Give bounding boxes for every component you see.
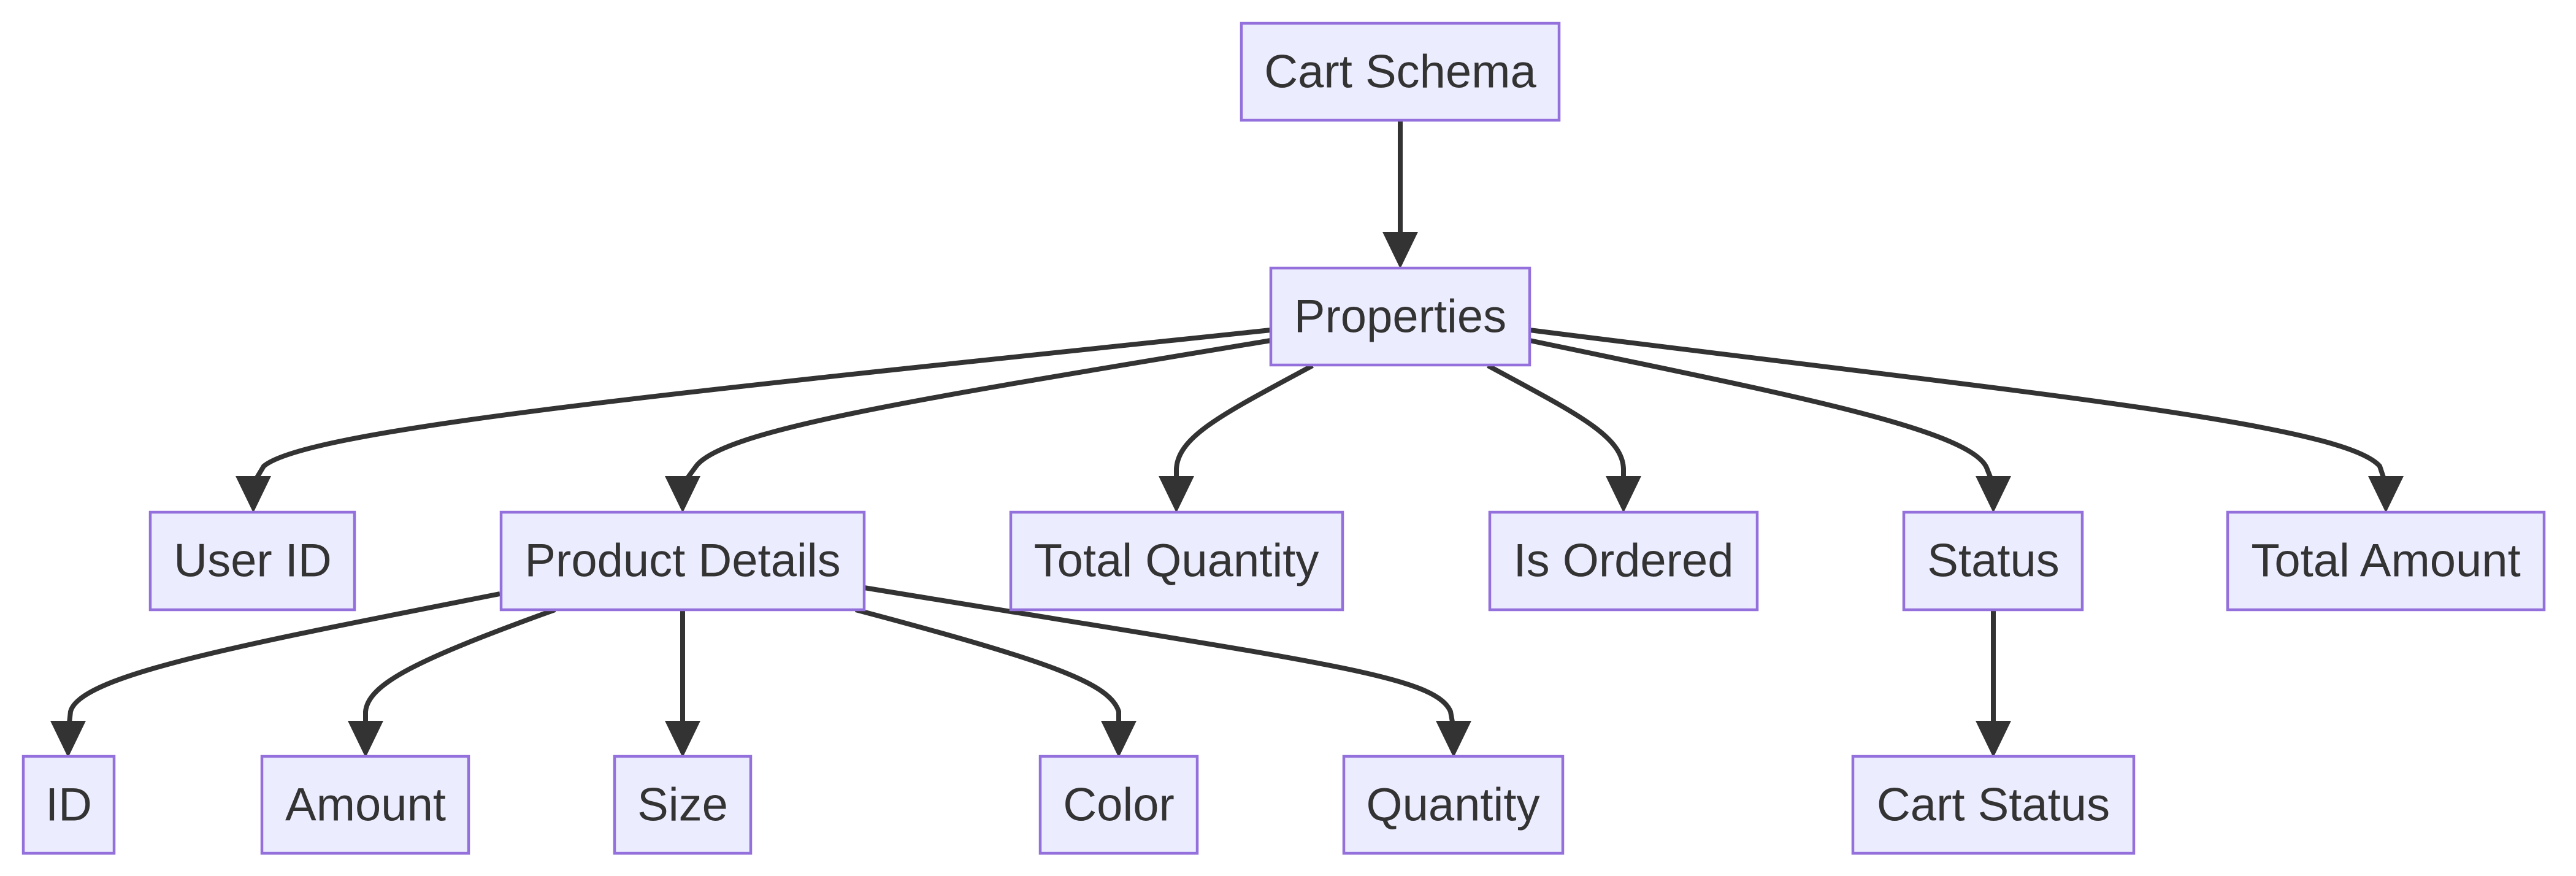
nodes: Cart Schema Properties User ID Product D… xyxy=(21,21,2546,855)
node-is-ordered[interactable]: Is Ordered xyxy=(1488,510,1759,612)
edge-properties-to-product-details xyxy=(680,338,1271,486)
node-properties[interactable]: Properties xyxy=(1269,266,1531,367)
edge-properties-to-total-quantity xyxy=(1174,363,1314,485)
node-status[interactable]: Status xyxy=(1902,510,2084,612)
node-label: Properties xyxy=(1294,291,1506,343)
arrowhead-quantity xyxy=(1436,721,1471,758)
edges xyxy=(50,120,2404,758)
node-total-amount[interactable]: Total Amount xyxy=(2226,510,2546,612)
node-cart-schema[interactable]: Cart Schema xyxy=(1240,21,1561,122)
node-label: ID xyxy=(45,779,92,831)
node-label: Status xyxy=(1927,535,2059,587)
edge-properties-to-user-id xyxy=(250,328,1271,486)
arrowhead-product-details xyxy=(665,476,700,513)
node-color[interactable]: Color xyxy=(1038,755,1199,855)
edge-properties-to-status xyxy=(1529,338,1996,486)
node-cart-status[interactable]: Cart Status xyxy=(1851,755,2136,855)
arrowhead-properties xyxy=(1382,232,1418,269)
node-product-details[interactable]: Product Details xyxy=(499,510,866,612)
arrowhead-total-amount xyxy=(2368,476,2404,513)
node-label: Quantity xyxy=(1366,779,1539,831)
node-label: Is Ordered xyxy=(1513,535,1733,587)
arrowhead-id xyxy=(50,721,86,758)
node-total-quantity[interactable]: Total Quantity xyxy=(1009,510,1344,612)
node-label: User ID xyxy=(174,535,332,587)
node-label: Size xyxy=(637,779,728,831)
edge-product-details-to-quantity xyxy=(864,585,1456,729)
node-label: Product Details xyxy=(524,535,840,587)
node-label: Total Amount xyxy=(2251,535,2520,587)
arrowhead-is-ordered xyxy=(1606,476,1641,513)
edge-product-details-to-color xyxy=(854,607,1121,729)
node-label: Cart Status xyxy=(1877,779,2110,831)
arrowhead-amount xyxy=(348,721,383,758)
node-label: Color xyxy=(1063,779,1175,831)
arrowhead-size xyxy=(665,721,700,758)
node-user-id[interactable]: User ID xyxy=(148,510,356,612)
edge-product-details-to-amount xyxy=(363,607,556,729)
arrowhead-user-id xyxy=(236,476,271,513)
edge-properties-to-total-amount xyxy=(1529,328,2388,486)
arrowhead-status xyxy=(1976,476,2011,513)
node-label: Amount xyxy=(285,779,446,831)
arrowhead-color xyxy=(1101,721,1137,758)
node-amount[interactable]: Amount xyxy=(260,755,470,855)
arrowhead-total-quantity xyxy=(1159,476,1194,513)
node-label: Total Quantity xyxy=(1034,535,1319,587)
edge-product-details-to-id xyxy=(66,591,500,729)
node-label: Cart Schema xyxy=(1264,46,1536,98)
node-quantity[interactable]: Quantity xyxy=(1342,755,1565,855)
node-id[interactable]: ID xyxy=(21,755,116,855)
arrowhead-cart-status xyxy=(1976,721,2011,758)
node-size[interactable]: Size xyxy=(613,755,753,855)
edge-properties-to-is-ordered xyxy=(1487,363,1626,485)
